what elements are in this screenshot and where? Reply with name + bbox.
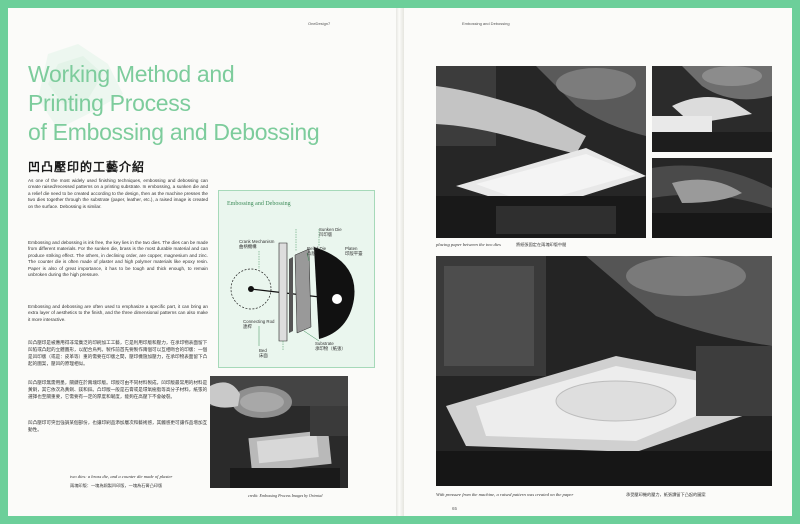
page-number: 65 [452, 506, 458, 511]
photo-raised-pattern [436, 256, 772, 486]
caption-placing-paper-en: placing paper between the two dies [436, 242, 501, 247]
diagram-title: Embossing and Debossing [227, 201, 291, 207]
title-line-3: of Embossing and Debossing [28, 119, 320, 145]
running-head-left: OneDesign7 [308, 21, 331, 26]
caption-raised-pattern-cn: 承受壓印機的壓力，紙張讀留下凸起的圖案 [626, 492, 706, 497]
paragraph-cn-3: 凹凸壓印可突出強調某個部份，也讓印刷品添加層次和藝術感，其觸感更可讓作品增加互動… [28, 421, 208, 433]
title-line-2: Printing Process [28, 90, 191, 116]
chinese-subtitle: 凹凸壓印的工藝介紹 [28, 160, 146, 174]
article-title: Working Method and Printing Process of E… [28, 60, 320, 147]
caption-two-dies-en: two dies: a brass die, and a counter die… [70, 474, 173, 479]
photo-placing-paper [436, 66, 646, 238]
photo-die-detail-1 [652, 66, 772, 152]
photo-two-dies [210, 376, 348, 488]
photo-die-detail-2 [652, 158, 772, 238]
book-gutter [396, 8, 404, 516]
right-page: Embossing and Debossing placing paper be… [404, 8, 792, 516]
paragraph-en-3: Embossing and debossing are often used t… [28, 304, 208, 322]
decorative-diamond-pattern [38, 44, 123, 129]
title-line-1: Working Method and [28, 61, 235, 87]
caption-two-dies-cn: 兩塊印版：一塊為銅製凹印版，一塊為石膏凸印版 [70, 483, 163, 488]
press-schematic [230, 229, 355, 351]
paragraph-en-1: As one of the most widely used finishing… [28, 178, 208, 209]
paragraph-cn-1: 凹凸壓印是被應用得非常廣泛的印刷加工工藝，它是利用印版和壓力，在承印物表面留下凹… [28, 341, 208, 367]
caption-raised-pattern-en: With pressure from the machine, a raised… [436, 492, 574, 497]
caption-placing-paper-cn: 將紙張固定在兩塊印版中間 [516, 242, 567, 247]
paragraph-cn-2: 凹凸壓印無需用墨，關鍵在於兩塊印版。印版可由不同材料製成，凹印版最常用的材料是黃… [28, 381, 208, 400]
photo-credit: credit: Embossing Process Images by Orie… [248, 493, 323, 498]
running-head-right: Embossing and Debossing [462, 21, 510, 26]
paragraph-en-2: Embossing and debossing is ink free, the… [28, 240, 208, 278]
left-page: OneDesign7 Working Method and Printing P… [8, 8, 396, 516]
